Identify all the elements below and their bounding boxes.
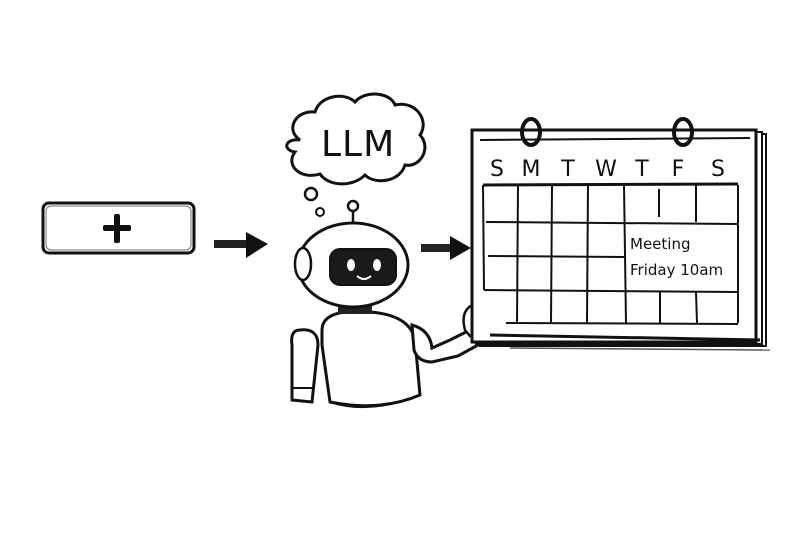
- robot: [290, 199, 497, 409]
- calendar-event: Meeting Friday 10am: [630, 231, 723, 283]
- event-title: Meeting: [630, 235, 691, 253]
- day-header: F: [671, 157, 685, 182]
- calendar: [470, 117, 771, 351]
- day-header: S: [711, 157, 725, 182]
- thought-bubble-label: LLM: [321, 124, 396, 165]
- input-button[interactable]: [41, 201, 196, 255]
- arrow-right-icon: [214, 232, 268, 258]
- plus-icon: [103, 214, 131, 243]
- day-header: S: [490, 157, 504, 182]
- day-header: M: [521, 157, 541, 182]
- arrow-right-icon: [421, 236, 471, 260]
- day-header: W: [595, 157, 617, 182]
- event-time: Friday 10am: [630, 261, 724, 279]
- day-header: T: [635, 157, 649, 182]
- thought-bubble: [285, 92, 427, 217]
- day-header: T: [561, 157, 575, 182]
